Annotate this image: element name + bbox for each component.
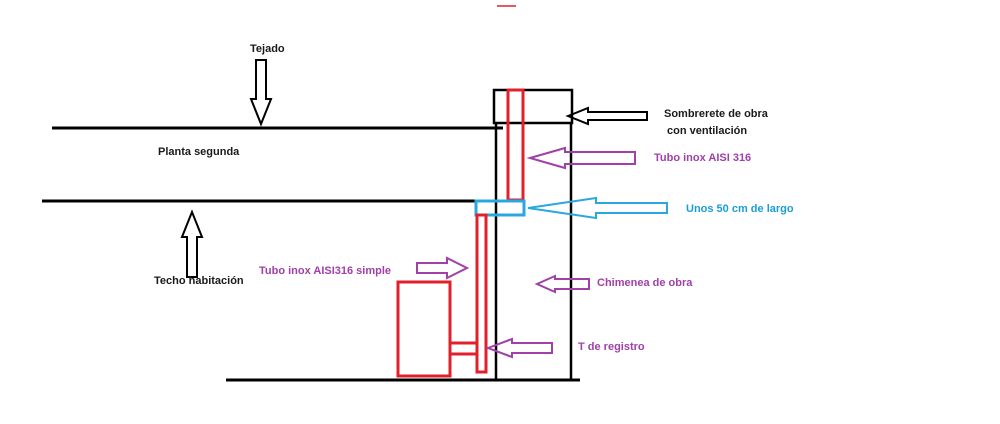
chimney-cap [492, 88, 574, 125]
label-unos-50cm: Unos 50 cm de largo [686, 203, 794, 215]
label-t-registro: T de registro [578, 341, 645, 353]
blue-adapter [474, 199, 526, 217]
stove [396, 280, 452, 378]
label-tejado: Tejado [250, 43, 285, 55]
tejado-down-arrow [249, 59, 273, 127]
sombrerete-left-arrow [565, 106, 648, 126]
chimenea-left-arrow [534, 274, 590, 294]
label-chimenea-obra: Chimenea de obra [597, 277, 693, 289]
label-techo-habitacion: Techo habitación [154, 275, 244, 287]
tubo316-left-arrow [526, 146, 636, 170]
label-planta-segunda: Planta segunda [158, 146, 240, 158]
t-registro-connector [448, 341, 479, 356]
unos50-left-arrow [527, 196, 668, 220]
label-tubo-inox-316: Tubo inox AISI 316 [654, 152, 752, 164]
tubo-simple-right-arrow [416, 256, 470, 280]
techo-up-arrow [180, 209, 204, 278]
lower-inox-pipe [475, 213, 488, 374]
label-sombrerete-line2: con ventilación [667, 125, 748, 137]
label-sombrerete-line1: Sombrerete de obra [664, 108, 768, 120]
upper-inox-pipe [506, 88, 525, 202]
t-registro-left-arrow [485, 337, 553, 359]
label-tubo-inox-simple: Tubo inox AISI316 simple [259, 265, 392, 277]
